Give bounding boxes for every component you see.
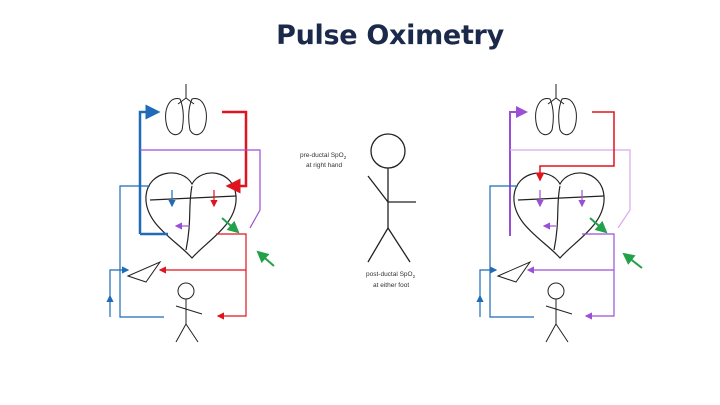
lungs-icon xyxy=(165,84,207,136)
post-ductal-probe-arrow xyxy=(256,250,275,267)
right-circulation-diagram xyxy=(476,84,643,343)
pre-ductal-location: at right hand xyxy=(306,162,343,169)
deoxygenated-flow xyxy=(106,104,176,318)
lungs-icon xyxy=(535,84,577,136)
upper-body-icon xyxy=(126,260,162,283)
post-ductal-probe-arrow xyxy=(622,252,643,269)
left-circulation-diagram xyxy=(106,84,275,343)
pre-ductal-probe-arrow xyxy=(221,217,240,234)
post-ductal-label: post-ductal SpO2 xyxy=(366,271,416,279)
center-labels: pre-ductal SpO2 at right hand post-ducta… xyxy=(300,152,416,289)
post-ductal-location: at either foot xyxy=(373,282,409,289)
center-stick-figure xyxy=(367,133,416,263)
lower-body-figure-icon xyxy=(545,282,573,343)
heart-icon xyxy=(513,172,605,259)
pre-ductal-probe-arrow xyxy=(589,217,608,234)
pre-ductal-label: pre-ductal SpO2 xyxy=(300,152,347,160)
slide-title: Pulse Oximetry xyxy=(276,20,504,51)
upper-body-icon xyxy=(496,260,532,283)
oxygenated-flow xyxy=(158,110,248,320)
heart-icon xyxy=(145,172,237,259)
mixed-flow xyxy=(509,106,615,320)
deoxygenated-flow xyxy=(476,185,534,318)
ductus-flow xyxy=(140,149,261,230)
lower-body-figure-icon xyxy=(175,282,203,343)
oxygenated-flow xyxy=(535,111,615,182)
ductus-flow xyxy=(510,149,631,229)
